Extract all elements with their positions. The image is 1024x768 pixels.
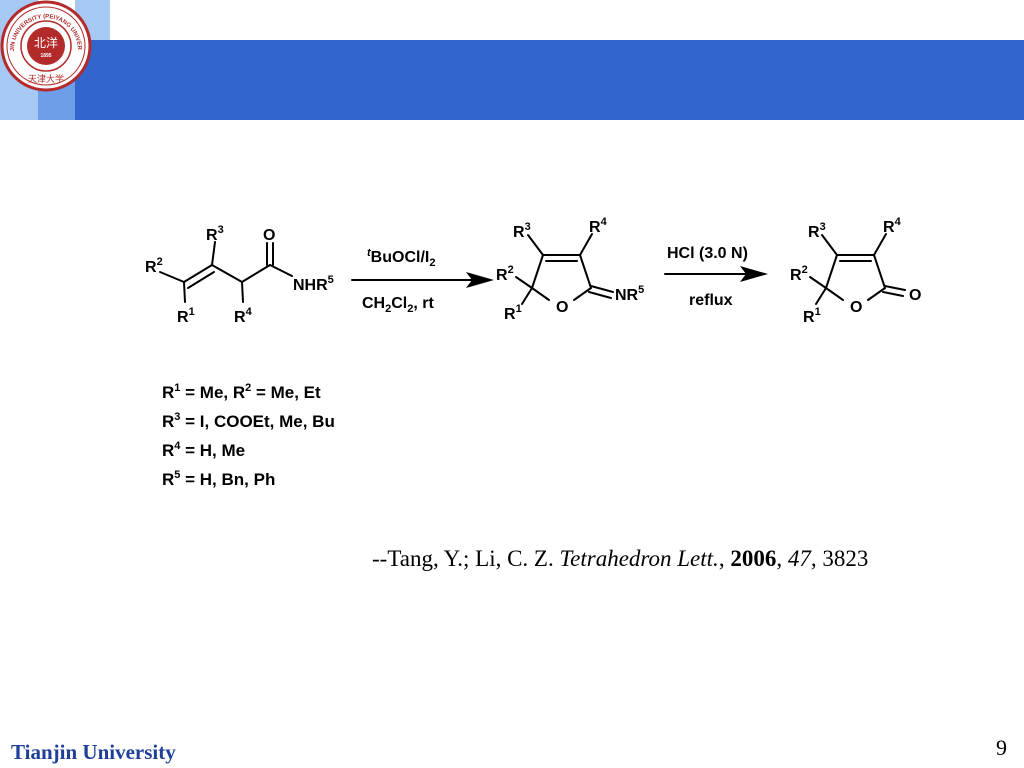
citation: --Tang, Y.; Li, C. Z. Tetrahedron Lett.,…	[372, 546, 869, 571]
svg-text:R2: R2	[145, 256, 163, 276]
step1-arrowhead	[466, 272, 494, 288]
header-band	[75, 40, 1024, 120]
svg-text:R1: R1	[177, 306, 195, 326]
svg-text:NR5: NR5	[615, 284, 644, 304]
svg-text:R2: R2	[790, 264, 808, 284]
substituent-list: R1 = Me, R2 = Me, Et R3 = I, COOEt, Me, …	[162, 378, 335, 494]
svg-text:R2: R2	[496, 264, 514, 284]
step2-reagent-top: HCl (3.0 N)	[667, 245, 748, 262]
substituent-line-r4: R4 = H, Me	[162, 440, 246, 461]
seal-year: 1895	[40, 53, 51, 59]
svg-text:R4: R4	[234, 306, 253, 326]
seal-center-text: 北洋	[34, 35, 58, 50]
footer-university-name: Tianjin University	[11, 740, 176, 764]
svg-text:O: O	[263, 227, 275, 244]
substituent-line-r1-r2: R1 = Me, R2 = Me, Et	[162, 382, 321, 403]
reaction-scheme: R2 R3 O NHR5 R1 R4 tBuOCl/I2 CH2Cl2, rt …	[145, 216, 921, 326]
svg-text:O: O	[556, 299, 568, 316]
substrate-labels: R2 R3 O NHR5 R1 R4	[145, 224, 334, 326]
svg-text:R4: R4	[589, 216, 608, 236]
university-seal-icon: TIANJIN UNIVERSITY (PEIYANG UNIVERSITY) …	[0, 0, 92, 92]
substituent-line-r5: R5 = H, Bn, Ph	[162, 469, 276, 490]
product-labels: R3 R4 R2 R1 O O	[790, 216, 921, 326]
step1-reagent-top: tBuOCl/I2	[367, 247, 435, 269]
svg-text:R1: R1	[504, 303, 522, 323]
svg-text:O: O	[850, 299, 862, 316]
svg-text:R1: R1	[803, 306, 821, 326]
svg-text:O: O	[909, 287, 921, 304]
svg-text:R3: R3	[206, 224, 224, 244]
page-number: 9	[996, 735, 1007, 760]
svg-text:R3: R3	[808, 221, 826, 241]
svg-text:R3: R3	[513, 221, 531, 241]
step2-reagent-bottom: reflux	[689, 292, 733, 309]
intermediate-labels: R3 R4 R2 R1 O NR5	[496, 216, 644, 323]
step2-arrowhead	[740, 266, 768, 282]
svg-text:R4: R4	[883, 216, 902, 236]
svg-text:NHR5: NHR5	[293, 274, 334, 294]
substituent-line-r3: R3 = I, COOEt, Me, Bu	[162, 411, 335, 432]
step1-reagent-bottom: CH2Cl2, rt	[362, 295, 434, 315]
seal-bottom-text: 天津大学	[28, 73, 64, 85]
